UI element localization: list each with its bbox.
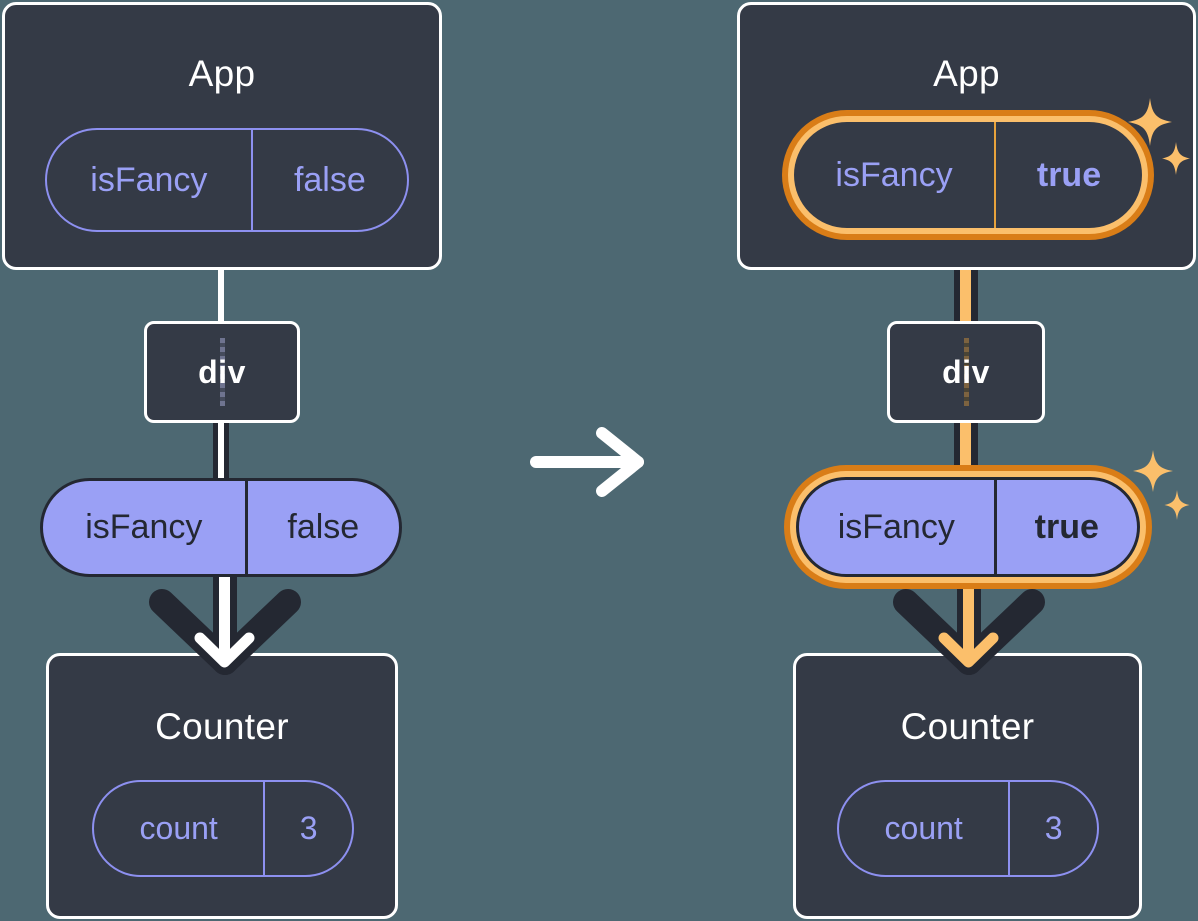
prop-pill-name: isFancy — [85, 508, 203, 546]
state-pill-isfancy-app-after[interactable]: isFancy true — [788, 116, 1148, 234]
component-box-app-before: App isFancy false — [2, 2, 442, 270]
div-dashed-line-after — [963, 338, 969, 406]
render-arrow-after — [884, 570, 1054, 675]
prop-pill-value: true — [993, 480, 1137, 574]
element-box-div-before: div — [144, 321, 300, 423]
connector-div-to-prop-before — [218, 420, 224, 488]
prop-pill-isfancy-after[interactable]: isFancy true — [790, 471, 1146, 583]
prop-pill-value: false — [244, 481, 399, 574]
state-pill-value: 3 — [1008, 782, 1097, 875]
state-pill-value: false — [250, 130, 407, 230]
state-pill-value: 3 — [263, 782, 352, 875]
element-box-div-after: div — [887, 321, 1045, 423]
prop-pill-name: isFancy — [837, 507, 955, 546]
element-label-div-before: div — [198, 353, 246, 390]
arrow-right-icon — [530, 425, 650, 500]
state-pill-value: true — [994, 122, 1142, 228]
state-pill-name: count — [884, 810, 963, 846]
component-title-counter-before: Counter — [155, 706, 289, 747]
element-label-div-after: div — [942, 353, 990, 390]
component-box-counter-after: Counter count 3 — [793, 653, 1142, 919]
component-box-counter-before: Counter count 3 — [46, 653, 398, 919]
connector-div-to-prop-after — [960, 420, 971, 488]
component-title-app-after: App — [933, 53, 1000, 94]
component-title-app-before: App — [188, 53, 256, 94]
connector-app-to-div-after — [960, 232, 971, 327]
state-pill-name: isFancy — [835, 155, 953, 194]
component-title-counter-after: Counter — [900, 706, 1035, 747]
state-pill-count-after[interactable]: count 3 — [837, 780, 1099, 877]
prop-pill-isfancy-before[interactable]: isFancy false — [40, 478, 402, 577]
connector-app-to-div-before — [218, 268, 224, 324]
sparkle-icon-app-after — [1124, 96, 1192, 188]
render-arrow-before — [140, 570, 310, 675]
state-pill-name: count — [139, 810, 218, 846]
div-dashed-line-before — [219, 338, 225, 406]
state-pill-isfancy-app-before[interactable]: isFancy false — [45, 128, 409, 232]
state-pill-name: isFancy — [90, 160, 208, 199]
sparkle-icon-prop-after — [1130, 448, 1192, 532]
state-pill-count-before[interactable]: count 3 — [92, 780, 354, 877]
